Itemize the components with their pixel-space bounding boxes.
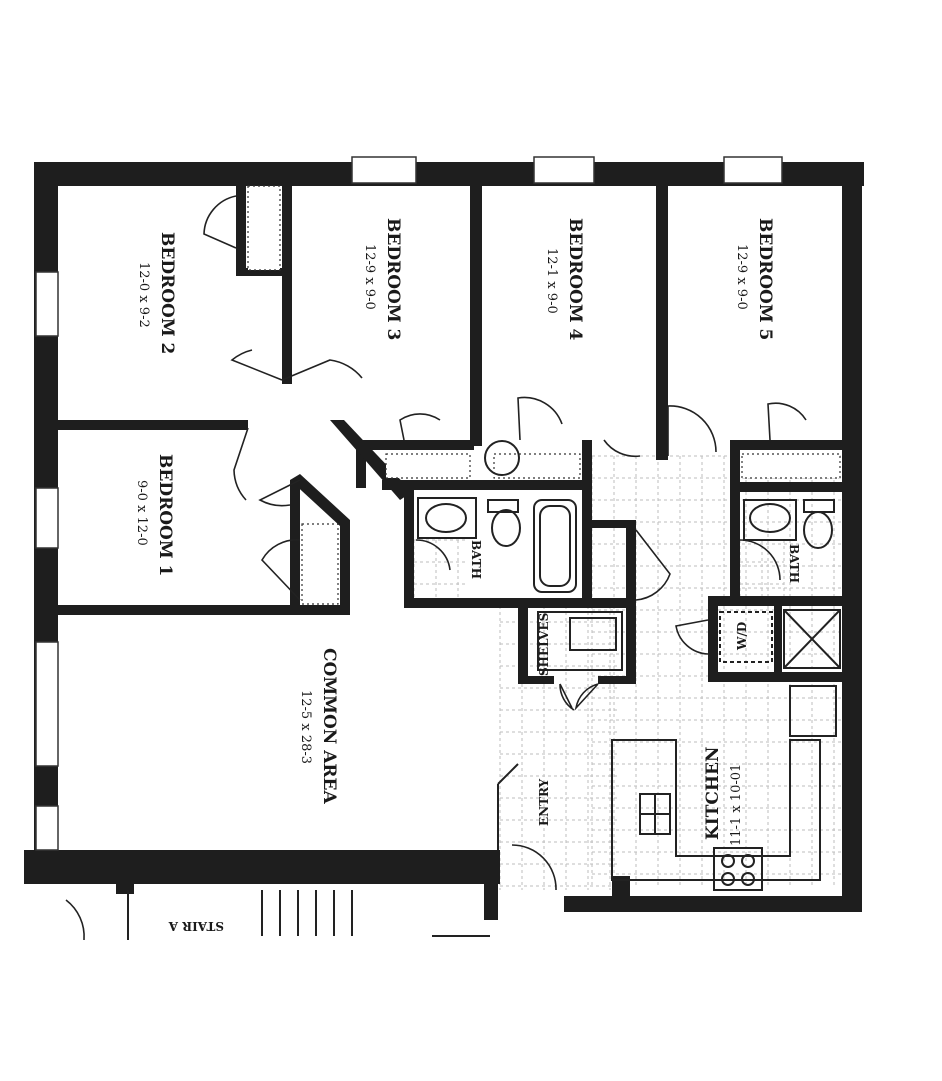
room-name-bedroom-2: BEDROOM 2 [157, 232, 177, 354]
label-bath-right: BATH [787, 544, 801, 583]
room-name-bedroom-5: BEDROOM 5 [755, 218, 775, 340]
room-dims-bedroom-1: 9-0 x 12-0 [134, 480, 149, 546]
room-labels: BEDROOM 2 12-0 x 9-2 BEDROOM 3 12-9 x 9-… [134, 218, 775, 846]
room-name-bedroom-4: BEDROOM 4 [565, 218, 585, 341]
fixture-labels: BATH BATH SHELVES W/D ENTRY STAIR A [168, 540, 801, 933]
label-shelves: SHELVES [537, 613, 551, 676]
room-dims-common-area: 12-5 x 28-3 [298, 690, 313, 764]
room-dims-bedroom-3: 12-9 x 9-0 [362, 244, 377, 310]
label-stair: STAIR A [168, 919, 224, 933]
windows [35, 156, 783, 851]
room-dims-kitchen: 11-1 x 10-01 [729, 764, 744, 846]
room-dims-bedroom-2: 12-0 x 9-2 [136, 262, 151, 328]
label-wd: W/D [735, 622, 749, 651]
room-name-kitchen: KITCHEN [703, 747, 723, 840]
label-bath-left: BATH [469, 540, 483, 579]
room-dims-bedroom-4: 12-1 x 9-0 [544, 248, 559, 314]
room-name-bedroom-1: BEDROOM 1 [155, 454, 175, 576]
door-swings [65, 195, 807, 941]
room-name-bedroom-3: BEDROOM 3 [383, 218, 403, 340]
label-entry: ENTRY [537, 778, 551, 826]
closet-shelving [247, 185, 841, 605]
room-name-common-area: COMMON AREA [319, 648, 339, 805]
tile-floor [413, 455, 842, 890]
interior-walls [58, 184, 842, 900]
room-dims-bedroom-5: 12-9 x 9-0 [734, 244, 749, 310]
fixtures [127, 440, 841, 940]
